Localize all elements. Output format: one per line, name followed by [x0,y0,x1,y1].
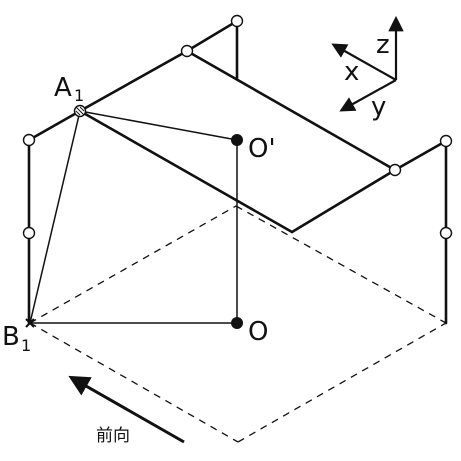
joint-right-knee [439,134,453,148]
joint-back-platform [180,44,194,58]
axis-y-label: y [371,92,386,122]
point-o [231,317,243,329]
label-b: B [2,322,20,352]
platform-edge-left [78,49,189,113]
joints [22,14,453,240]
label-b-subscript: 1 [21,336,31,355]
joint-right-platform [388,163,402,177]
label-a-subscript: 1 [74,86,84,105]
axis-x-arrow [331,43,397,81]
forward-label: 前向 [96,426,130,446]
label-a: A [54,73,72,103]
ground-edge-front-left [29,322,239,443]
joint-back-top [230,14,244,28]
construction-lines [29,110,238,324]
label-o-prime: O' [248,134,276,164]
forward-arrow [68,375,185,444]
ground-edge-back-right [235,205,447,324]
axis-z-label: z [376,30,390,60]
platform-edge-right [290,168,397,234]
axes-triad [331,15,404,112]
joint-right-mid [439,226,453,240]
platform-edge-back [185,49,397,172]
joint-left-knee [22,133,36,147]
platform-edge-front [78,109,294,234]
ground-edge-back-left [29,205,237,324]
point-o-prime [231,134,243,146]
line-a1-b1 [29,110,81,324]
label-o: O [248,317,268,347]
leg-right [393,138,448,325]
ground-rhombus [29,205,447,443]
joint-a1 [73,104,87,118]
axis-y-arrow [339,79,397,112]
top-platform [78,49,397,234]
point-b1-mark [25,318,35,328]
line-a1-o-prime [79,110,238,141]
joint-left-mid [22,226,36,240]
leg-back [185,18,239,80]
ground-edge-front-right [237,322,447,443]
axis-x-label: x [344,57,359,87]
